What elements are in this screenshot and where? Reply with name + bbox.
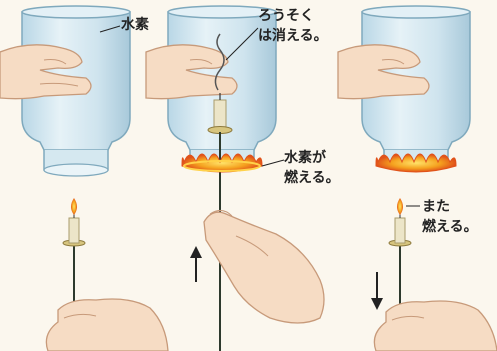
flame-icon — [397, 198, 403, 215]
label-hydrogen: 水素 — [121, 17, 149, 34]
hand-right-bottom — [374, 301, 497, 351]
leader-hydrogen-burns — [262, 160, 284, 166]
flame-icon — [71, 198, 77, 215]
label-candle-out-line2: は消える。 — [258, 28, 328, 45]
arrow-up-icon — [190, 246, 202, 282]
hand-middle-bottom — [204, 210, 324, 323]
label-hydrogen-burns-line2: 燃える。 — [284, 170, 340, 187]
arrow-down-icon — [371, 272, 383, 310]
label-hydrogen-burns-line1: 水素が — [284, 150, 326, 167]
label-burns-again-line1: また — [422, 199, 450, 216]
label-candle-out-line1: ろうそく — [258, 8, 314, 25]
hand-left-bottom — [46, 299, 168, 351]
label-burns-again-line2: 燃える。 — [422, 219, 478, 236]
